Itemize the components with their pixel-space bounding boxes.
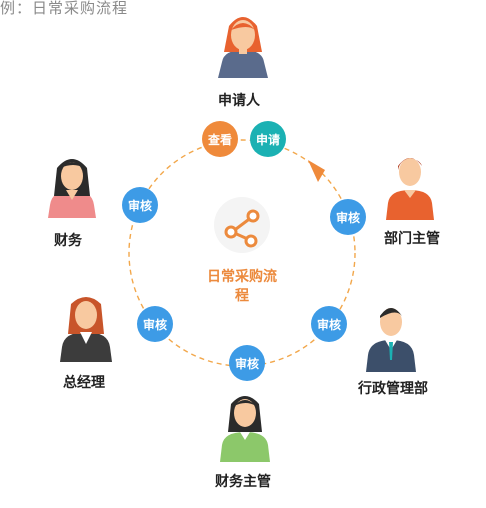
direction-arrow-icon (308, 160, 325, 182)
role-label-finance: 财务 (54, 233, 82, 249)
center-title: 日常采购流程 (207, 269, 277, 304)
avatar-applicant (218, 17, 268, 78)
step-node-review-admin: 审核 (311, 306, 347, 342)
avatar-gm (60, 297, 112, 362)
step-node-review-finance: 审核 (122, 187, 158, 223)
diagram-caption: 例：日常采购流程 (0, 0, 129, 17)
role-label-applicant: 申请人 (218, 93, 260, 109)
role-label-gm: 总经理 (63, 375, 105, 391)
avatar-admin (366, 308, 416, 372)
step-node-apply: 申请 (250, 121, 286, 157)
step-node-review-gm: 审核 (137, 306, 173, 342)
avatar-finance (48, 159, 96, 218)
role-label-finance-head: 财务主管 (215, 474, 271, 490)
step-node-view: 查看 (202, 121, 238, 157)
share-icon (214, 197, 270, 253)
process-ring (128, 139, 356, 367)
role-label-admin: 行政管理部 (358, 381, 428, 397)
avatar-dept-head (386, 158, 434, 220)
avatar-finance-head (220, 396, 270, 462)
step-node-review-dept-head: 审核 (330, 199, 366, 235)
step-node-review-finance-head: 审核 (229, 345, 265, 381)
role-label-dept-head: 部门主管 (384, 231, 440, 247)
